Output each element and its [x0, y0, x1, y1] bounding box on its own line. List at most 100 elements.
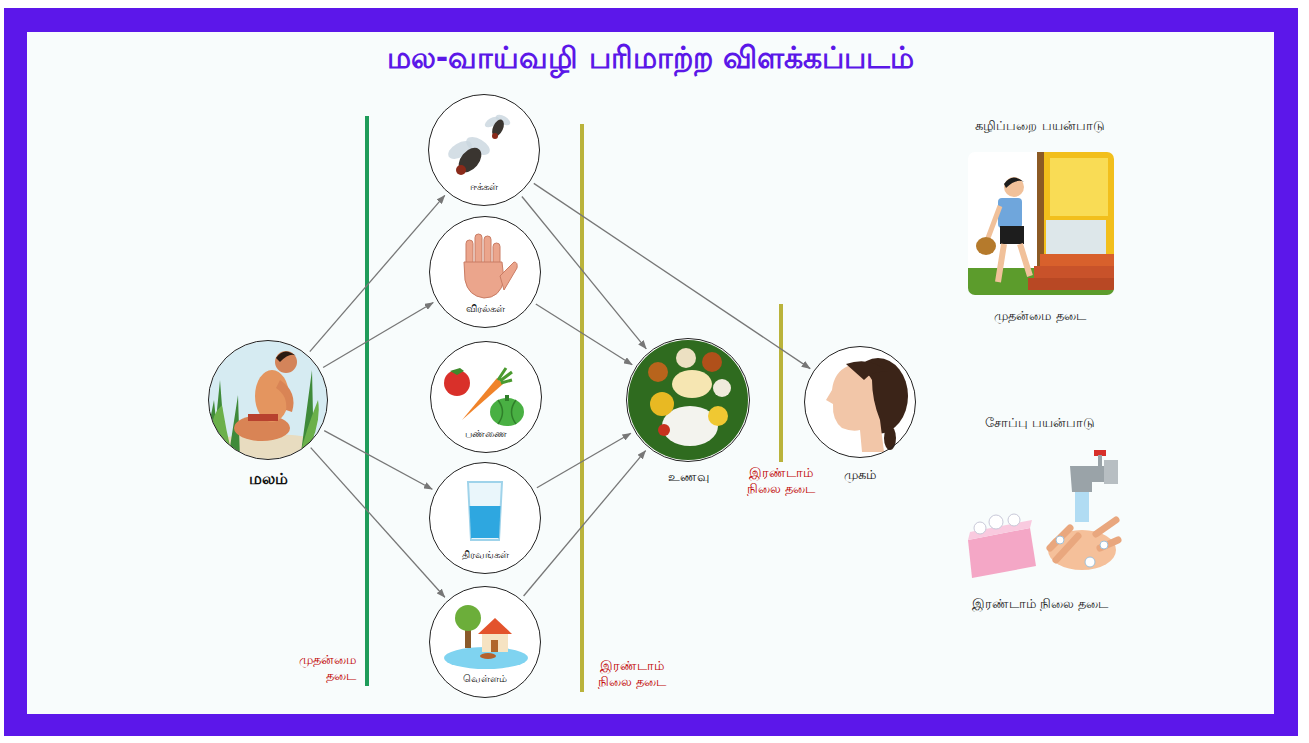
squatting-person-illustration-part: [248, 414, 278, 421]
panel-heading: சோப்பு பயன்பாடு: [950, 415, 1130, 431]
toilet-use-illustration-part: [998, 244, 1030, 282]
circle-grounds-part: [626, 338, 750, 462]
face-illustration-part: [826, 366, 884, 452]
node-label: திரவங்கள்: [459, 549, 512, 561]
vegetables-illustration-part: [505, 395, 509, 401]
circle-grounds-part: [429, 586, 541, 698]
transmission-arrow: [534, 183, 810, 368]
node-label: முகம்: [844, 467, 876, 483]
flies-illustration-part: [490, 118, 507, 139]
soap-use-illustration-part: [1104, 460, 1118, 484]
circle-node: விரல்கள்: [429, 216, 541, 328]
transmission-arrow: [311, 448, 445, 598]
toilet-use-illustration-part: [1037, 152, 1114, 270]
circle-node: வெள்ளம்: [429, 586, 541, 698]
hand-illustration: [464, 234, 517, 298]
soap-use-illustration-part: [1075, 492, 1089, 522]
water-glass-illustration: [468, 482, 502, 540]
soap-use-illustration-part: [1085, 557, 1095, 567]
toilet-use-illustration: [968, 152, 1114, 295]
soap-use-illustration: [968, 450, 1118, 578]
food-plate-illustration-part: [650, 392, 674, 416]
soap-use-illustration-part: [1048, 530, 1116, 570]
toilet-use-illustration-part: [968, 152, 1114, 295]
toilet-use-illustration-part: [1040, 254, 1114, 266]
circle-node: மலம்: [208, 340, 328, 460]
face-illustration-part: [884, 426, 896, 450]
circle-node: உணவு: [626, 338, 750, 462]
flood-illustration-part: [480, 653, 496, 659]
face-illustration: [826, 358, 908, 452]
toilet-use-illustration-part: [1028, 278, 1114, 290]
node-label: வெள்ளம்: [460, 673, 510, 685]
barrier-lines: [367, 116, 781, 692]
circle-grounds-part: [430, 341, 542, 453]
food-plate-illustration-part: [628, 340, 748, 460]
soap-use-illustration-part: [1098, 455, 1102, 467]
squatting-person-illustration-part: [206, 370, 330, 460]
food-plate-illustration-part: [672, 370, 712, 398]
soap-use-illustration-part: [974, 522, 986, 534]
soap-use-illustration-part: [1100, 541, 1108, 549]
toilet-use-illustration-part: [1050, 158, 1108, 216]
barrier-lines-part: [779, 304, 783, 462]
transmission-arrow: [536, 304, 632, 365]
panel-caption: இரண்டாம் நிலை தடை: [950, 596, 1130, 612]
flood-illustration: [444, 605, 528, 669]
vegetables-illustration-part: [498, 368, 512, 383]
food-plate-illustration: [628, 340, 748, 460]
vegetables-illustration-part: [490, 398, 524, 426]
water-glass-illustration-part: [470, 506, 501, 538]
image-panel: சோப்பு பயன்பாடு இரண்டாம் நிலை தடை: [950, 415, 1130, 620]
toilet-use-illustration-part: [1034, 266, 1114, 278]
node-label: உணவு: [668, 469, 709, 485]
circle-node: முகம்: [804, 346, 916, 458]
circle-node: ஈக்கள்: [428, 94, 540, 206]
water-glass-illustration-part: [468, 482, 502, 540]
food-plate-illustration-part: [676, 348, 696, 368]
hand-illustration-part: [464, 262, 504, 298]
soap-use-illustration-part: [1056, 536, 1064, 544]
circle-grounds-part: [429, 216, 541, 328]
toilet-use-illustration-part: [988, 206, 1000, 238]
food-plate-illustration-part: [708, 406, 728, 426]
transmission-arrow: [323, 303, 433, 368]
image-panel: கழிப்பறை பயன்பாடுமுதன்மை தடை: [950, 118, 1130, 330]
flood-illustration-part: [478, 618, 512, 634]
food-plate-illustration-part: [658, 424, 670, 436]
soap-use-illustration-part: [1008, 514, 1020, 526]
vegetables-illustration: [444, 368, 524, 426]
food-plate-illustration-part: [648, 362, 668, 382]
flood-illustration-part: [455, 605, 481, 631]
circle-node: பண்ணை: [430, 341, 542, 453]
vegetables-illustration-part: [450, 368, 464, 375]
food-plate-illustration-part: [702, 352, 722, 372]
soap-use-illustration-part: [1050, 520, 1118, 560]
panel-heading: கழிப்பறை பயன்பாடு: [950, 118, 1130, 134]
toilet-use-illustration-part: [976, 237, 996, 255]
flies-illustration-part: [492, 133, 498, 139]
node-label: ஈக்கள்: [467, 181, 501, 193]
barrier-lines-part: [580, 124, 584, 692]
barrier-label: இரண்டாம் நிலை தடை: [735, 465, 827, 498]
node-label: மலம்: [249, 469, 288, 488]
hand-illustration-part: [500, 262, 517, 290]
circle-node: திரவங்கள்: [429, 462, 541, 574]
squatting-person-illustration-part: [275, 351, 297, 373]
node-label: பண்ணை: [462, 428, 510, 440]
diagram-title: மல-வாய்வழி பரிமாற்ற விளக்கப்படம்: [27, 40, 1274, 79]
soap-use-illustration-part: [989, 515, 1003, 529]
soap-use-illustration-part: [1070, 466, 1106, 492]
face-illustration-part: [846, 361, 888, 380]
flies-illustration: [445, 113, 512, 177]
transmission-arrow: [524, 451, 646, 596]
circle-grounds-part: [429, 462, 541, 574]
food-plate-illustration-part: [713, 379, 731, 397]
circle-grounds-part: [428, 94, 540, 206]
toilet-use-illustration-part: [998, 198, 1022, 228]
toilet-use-illustration-part: [1004, 177, 1024, 197]
flood-illustration-part: [491, 640, 498, 652]
